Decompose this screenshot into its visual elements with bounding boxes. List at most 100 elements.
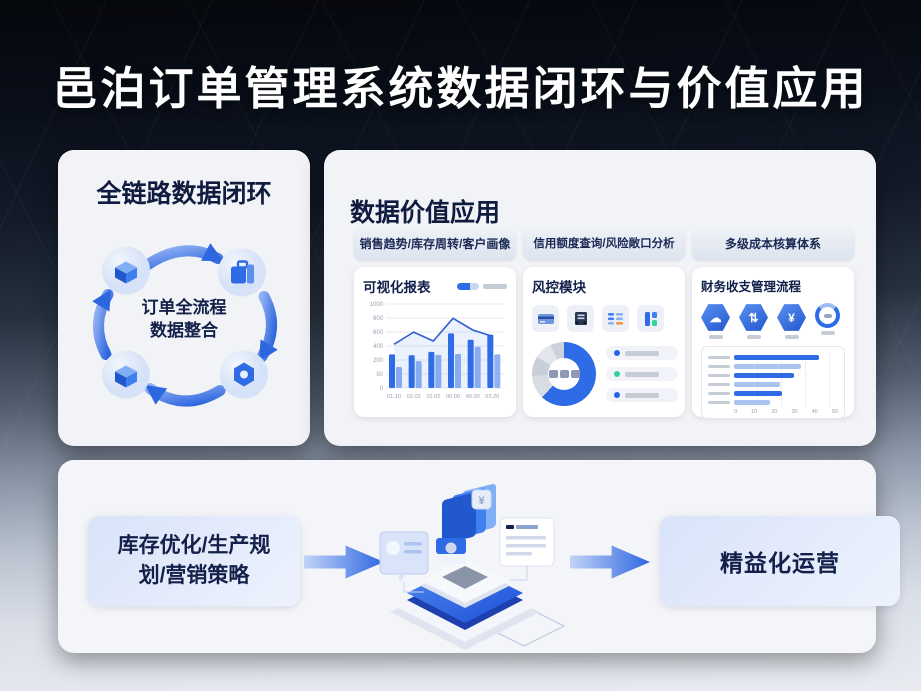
row-label-placeholder — [708, 400, 730, 405]
loop-arrow-left — [92, 289, 114, 360]
currency-tile-icon: ¥ — [471, 489, 492, 510]
donut-center-label-placeholder — [532, 370, 596, 378]
connector-lines — [403, 566, 528, 593]
x-tick-label: 50 — [831, 409, 838, 415]
legend-text-placeholder — [625, 392, 659, 398]
loop-node-icons — [102, 246, 268, 399]
hbar-row — [708, 398, 838, 407]
bar — [467, 339, 474, 388]
row-label-placeholder — [708, 355, 730, 360]
legend-dot-icon — [614, 392, 620, 398]
x-tick-label: 30 — [791, 409, 798, 415]
risk-legend — [606, 346, 678, 402]
briefcase-icon — [218, 248, 266, 297]
hbar-track — [734, 353, 838, 362]
bar — [415, 361, 422, 388]
closed-loop-panel: 全链路数据闭环 — [58, 150, 310, 446]
loop-center-line1: 订单全流程 — [141, 298, 227, 318]
application-flow-panel: 库存优化/生产规 划/营销策略 — [58, 460, 900, 653]
loop-arrow-right — [256, 291, 278, 362]
loop-center-line2: 数据整合 — [150, 321, 218, 340]
platform-illustration: ¥ — [364, 464, 566, 650]
bar — [435, 354, 442, 388]
flow-arrow-icon — [570, 545, 650, 579]
legend-text-placeholder — [625, 350, 659, 356]
strategy-line1: 库存优化/生产规 — [117, 533, 271, 557]
lean-operation-box: 精益化运营 — [660, 516, 900, 606]
bar — [396, 367, 402, 388]
hbar-row — [708, 380, 838, 389]
legend-item — [606, 346, 678, 360]
hbar — [734, 391, 782, 396]
hbar-row — [708, 362, 838, 371]
legend-text-placeholder — [625, 371, 659, 377]
bar — [428, 351, 435, 388]
y-tick-label: 0 — [380, 386, 384, 392]
hbar — [734, 364, 801, 369]
x-tick-label: 0 — [734, 409, 738, 415]
row-label-placeholder — [708, 391, 730, 396]
page-title: 邑泊订单管理系统数据闭环与价值应用 — [52, 63, 869, 114]
card-risk-module: 风控模块 — [523, 267, 685, 417]
card-finance-flow: 财务收支管理流程 ☁ ⇅ ¥ — [692, 267, 854, 419]
transfer-icon: ⇅ — [739, 304, 768, 331]
hbar — [734, 355, 820, 360]
x-tick-label: 02.02 — [407, 394, 421, 400]
x-tick-label: 40.00 — [466, 394, 480, 400]
bar — [408, 355, 415, 388]
trend-line — [393, 317, 493, 345]
isometric-platform-graphic: ¥ — [379, 483, 566, 650]
finance-step: ⇅ — [739, 303, 768, 339]
yuan-icon: ¥ — [777, 304, 806, 331]
hbar-track — [734, 362, 838, 371]
legend-item — [606, 388, 678, 402]
list-rows-icon — [602, 305, 629, 332]
package-cube-icon — [102, 350, 150, 399]
closed-loop-heading: 全链路数据闭环 — [96, 180, 272, 208]
data-loop-diagram: 订单全流程 数据整合 — [74, 220, 294, 430]
line-area-fill — [394, 318, 493, 388]
legend-swatch-icon — [457, 282, 479, 290]
finance-step: ¥ — [777, 303, 806, 339]
y-tick-label: 1000 — [370, 302, 384, 308]
x-tick-label: 00.00 — [446, 394, 460, 400]
hbar — [734, 373, 795, 378]
y-tick-label: 200 — [373, 358, 384, 364]
row-label-placeholder — [708, 373, 730, 378]
finance-step: ☁ — [701, 303, 730, 339]
hbar-track — [734, 389, 838, 398]
tab-sales-trend: 销售趋势/库存周转/客户画像 — [354, 228, 516, 260]
hbar-row — [708, 389, 838, 398]
step-label-placeholder — [746, 335, 761, 339]
contact-card-icon — [379, 531, 429, 582]
hbar-track — [734, 371, 838, 380]
hbar-row — [708, 371, 838, 380]
bar — [494, 354, 501, 388]
legend-text-placeholder — [483, 283, 507, 289]
bar — [448, 333, 454, 388]
data-value-heading: 数据价值应用 — [350, 198, 501, 227]
document-card-icon — [499, 517, 555, 567]
x-tick-label: 20 — [771, 409, 778, 415]
step-label-placeholder — [784, 335, 799, 339]
hbar-row — [708, 353, 838, 362]
cloud-icon: ☁ — [701, 304, 730, 331]
loop-center-label: 订单全流程 数据整合 — [142, 297, 227, 343]
step-label-placeholder — [820, 331, 835, 335]
lean-operation-label: 精益化运营 — [720, 550, 840, 576]
hbar — [734, 400, 771, 405]
strategy-line2: 划/营销策略 — [138, 564, 250, 587]
x-tick-label: 10 — [751, 409, 758, 415]
hbar-track — [734, 398, 838, 407]
risk-module-title: 风控模块 — [532, 280, 586, 295]
y-tick-label: 50 — [376, 372, 383, 378]
hbar-track — [734, 380, 838, 389]
finance-step-icons: ☁ ⇅ ¥ — [701, 303, 845, 339]
svg-text:¥: ¥ — [478, 495, 485, 507]
bar — [487, 334, 494, 388]
package-cube-icon — [102, 246, 150, 295]
step-label-placeholder — [708, 335, 723, 339]
chart-legend-pill — [457, 282, 507, 290]
